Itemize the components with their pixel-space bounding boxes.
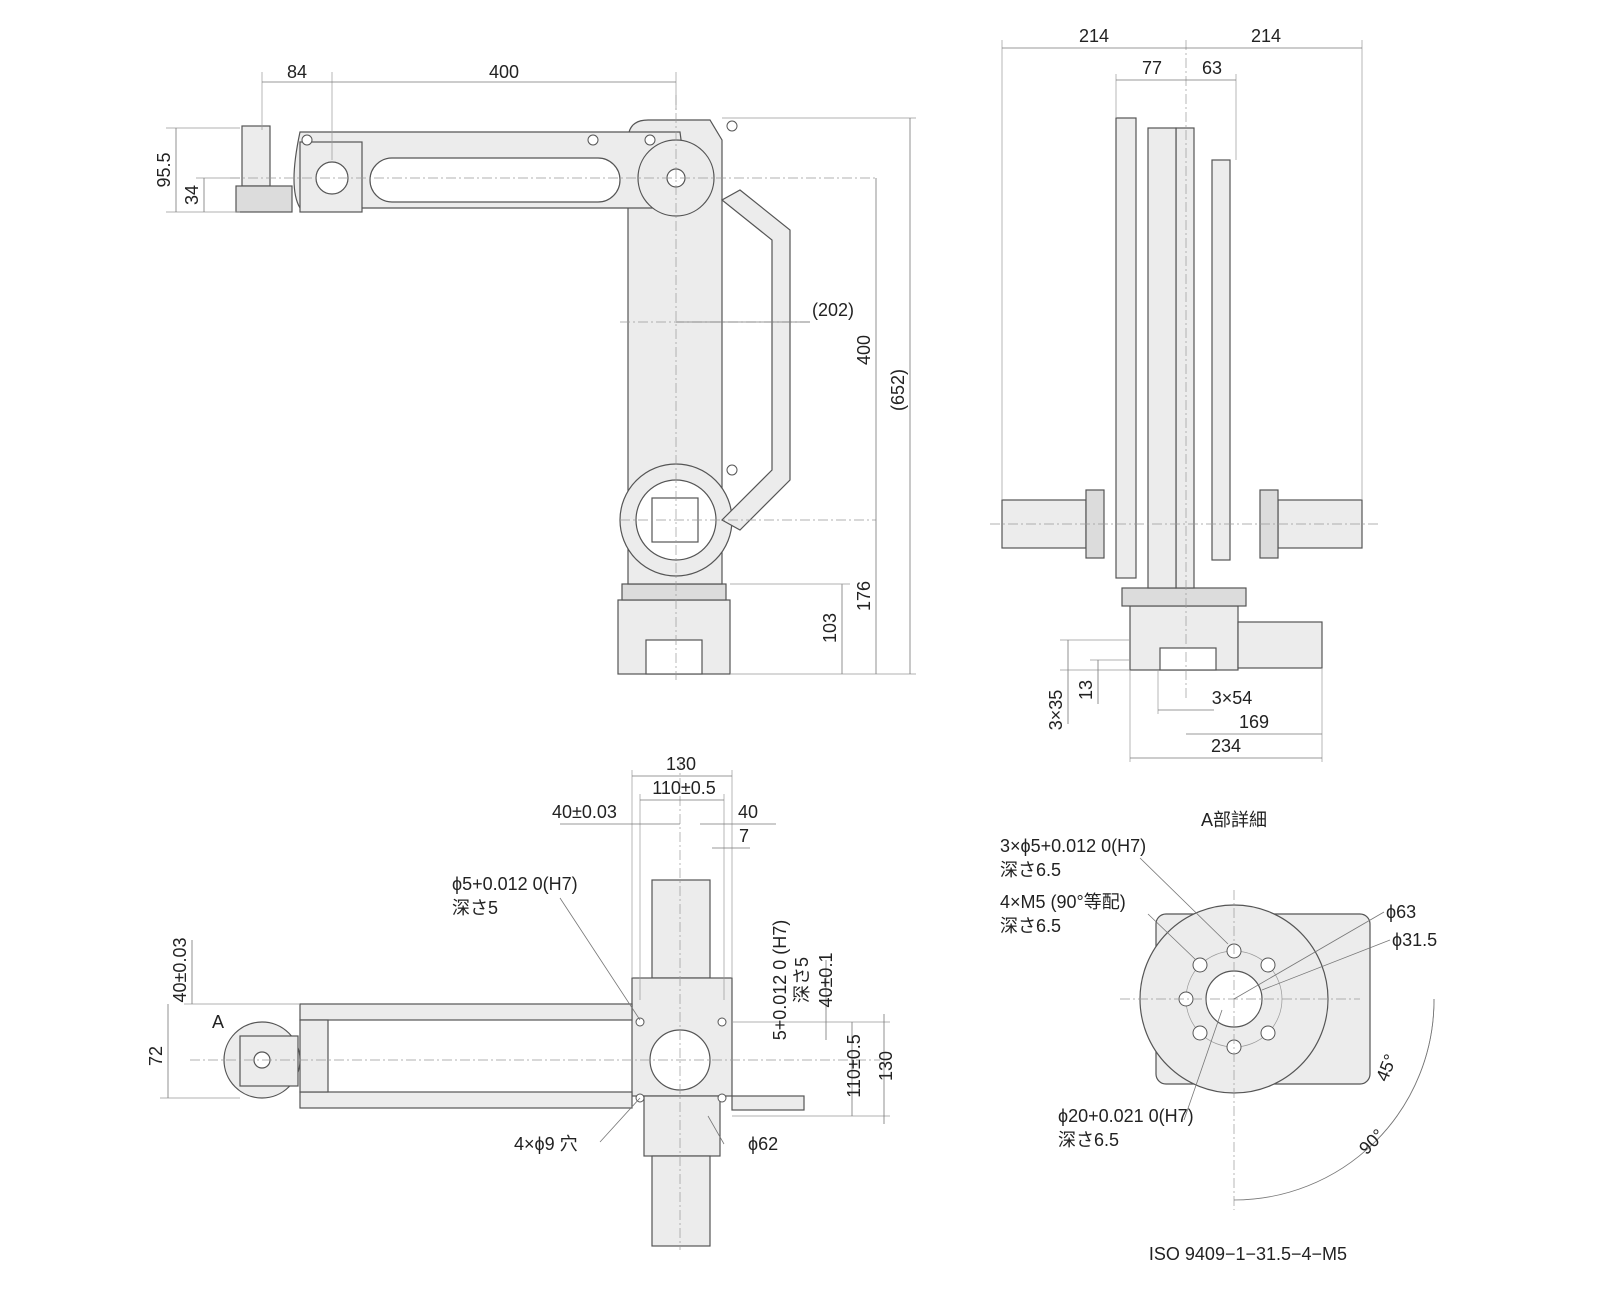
- leader-line: [1183, 1009, 1223, 1121]
- detail-ang90: 90°: [1355, 1125, 1388, 1158]
- detail-tap-hole: [1192, 1025, 1208, 1041]
- dim-214-right: 214: [1251, 26, 1281, 46]
- detail-note1-depth: 深さ6.5: [1000, 860, 1061, 880]
- dim-103: 103: [820, 613, 840, 643]
- top-lower-motor: [651, 1155, 711, 1247]
- side-end-effector-base: [235, 185, 293, 213]
- leader-line: [1147, 913, 1197, 961]
- detail-note1: 3×ϕ5+0.012 0(H7): [1000, 836, 1146, 856]
- side-bolt: [301, 134, 313, 146]
- front-base-plate: [1121, 587, 1247, 607]
- dim-62: ϕ62: [748, 1134, 778, 1154]
- dim-7: 7: [739, 826, 749, 846]
- dim-130-v: 130: [876, 1051, 896, 1081]
- front-base-cutout: [1159, 647, 1217, 671]
- dim-13: 13: [1076, 680, 1096, 700]
- dim-34: 34: [182, 185, 202, 205]
- detail-angle-arc-45: [1375, 998, 1435, 1142]
- side-bolt: [587, 134, 599, 146]
- side-link-rod: [720, 189, 791, 531]
- dim-110-v: 110±0.5: [844, 1034, 864, 1098]
- dim-40-right: 40: [738, 802, 758, 822]
- top-arm-upper-rail: [299, 1003, 633, 1021]
- dim-110-top: 110±0.5: [652, 778, 716, 798]
- top-link-rod: [731, 1095, 805, 1111]
- front-link-rod: [1211, 159, 1231, 561]
- pin-depth-v: 深さ5: [792, 957, 812, 1003]
- top-view: 130 110±0.5 40±0.03 40 7 ϕ5+0.012 0(H7) …: [146, 754, 896, 1250]
- side-bolt: [644, 134, 656, 146]
- front-column-side: [1147, 127, 1177, 589]
- leader-line: [599, 1097, 641, 1143]
- dim-202: (202): [812, 300, 854, 320]
- top-mount-hole: [717, 1017, 727, 1027]
- dim-400-vert: 400: [854, 335, 874, 365]
- dim-3x35: 3×35: [1046, 690, 1066, 731]
- dim-176: 176: [854, 581, 874, 611]
- dim-234: 234: [1211, 736, 1241, 756]
- dim-63: 63: [1202, 58, 1222, 78]
- side-bolt: [726, 120, 738, 132]
- dim-130-top: 130: [666, 754, 696, 774]
- top-lower-housing: [643, 1095, 721, 1157]
- detail-note2-depth: 深さ6.5: [1000, 916, 1061, 936]
- iso-standard: ISO 9409−1−31.5−4−M5: [1149, 1244, 1347, 1264]
- side-base-plate: [621, 583, 727, 601]
- detail-a: A部詳細 3×ϕ5+0.012 0(H7) 深さ6.5 4×M5 (90°等配)…: [1000, 810, 1437, 1264]
- holes-4x9: 4×ϕ9 穴: [514, 1134, 578, 1154]
- dim-72: 72: [146, 1046, 166, 1066]
- pin-hole-note: ϕ5+0.012 0(H7): [452, 874, 578, 894]
- dim-3x54: 3×54: [1212, 688, 1253, 708]
- dim-214-left: 214: [1079, 26, 1109, 46]
- leader-line: [1233, 911, 1385, 1000]
- detail-title: A部詳細: [1201, 810, 1267, 830]
- front-upper-arm: [1115, 117, 1137, 579]
- detail-tap-hole: [1192, 957, 1208, 973]
- dim-400-top: 400: [489, 62, 519, 82]
- detail-ang45: 45°: [1372, 1051, 1401, 1084]
- leader-line: [707, 1115, 725, 1145]
- dim-95-5: 95.5: [154, 152, 174, 187]
- leader-line: [1139, 857, 1229, 945]
- side-end-effector-motor: [241, 125, 271, 187]
- detail-d31-5: ϕ31.5: [1392, 930, 1437, 950]
- dim-40-01-v: 40±0.1: [816, 953, 836, 1008]
- front-column: [1175, 127, 1195, 589]
- side-bolt: [726, 464, 738, 476]
- dim-77: 77: [1142, 58, 1162, 78]
- dim-84: 84: [287, 62, 307, 82]
- label-a: A: [212, 1012, 224, 1032]
- dim-652: (652): [888, 369, 908, 411]
- detail-d63: ϕ63: [1386, 902, 1416, 922]
- detail-tap-hole: [1260, 1025, 1276, 1041]
- dim-169: 169: [1239, 712, 1269, 732]
- detail-note2: 4×M5 (90°等配): [1000, 892, 1126, 912]
- dim-40-left-v: 40±0.03: [170, 938, 190, 1003]
- dim-40-tol: 40±0.03: [552, 802, 617, 822]
- leader-line: [1261, 939, 1391, 991]
- top-arm-wrist-block: [299, 1019, 329, 1093]
- pin-depth-note: 深さ5: [452, 898, 498, 918]
- top-arm-lower-rail: [299, 1091, 633, 1109]
- front-base-motor: [1237, 621, 1323, 669]
- top-upper-motor: [651, 879, 711, 979]
- side-base-cutout: [645, 639, 703, 675]
- detail-tap-hole: [1260, 957, 1276, 973]
- side-upper-arm-slot: [369, 157, 621, 203]
- front-view: 214 214 77 63 3×35 13 3×54 169 234: [990, 26, 1380, 762]
- pin-hole-v: 5+0.012 0 (H7): [770, 920, 790, 1041]
- leader-line: [559, 897, 641, 1021]
- top-mount-hole: [635, 1017, 645, 1027]
- side-view: 84 400 95.5 34 (202) 400 (652) 176 103: [154, 62, 916, 680]
- detail-note3-depth: 深さ6.5: [1058, 1130, 1119, 1150]
- top-mount-hole: [717, 1093, 727, 1103]
- detail-note3: ϕ20+0.021 0(H7): [1058, 1106, 1194, 1126]
